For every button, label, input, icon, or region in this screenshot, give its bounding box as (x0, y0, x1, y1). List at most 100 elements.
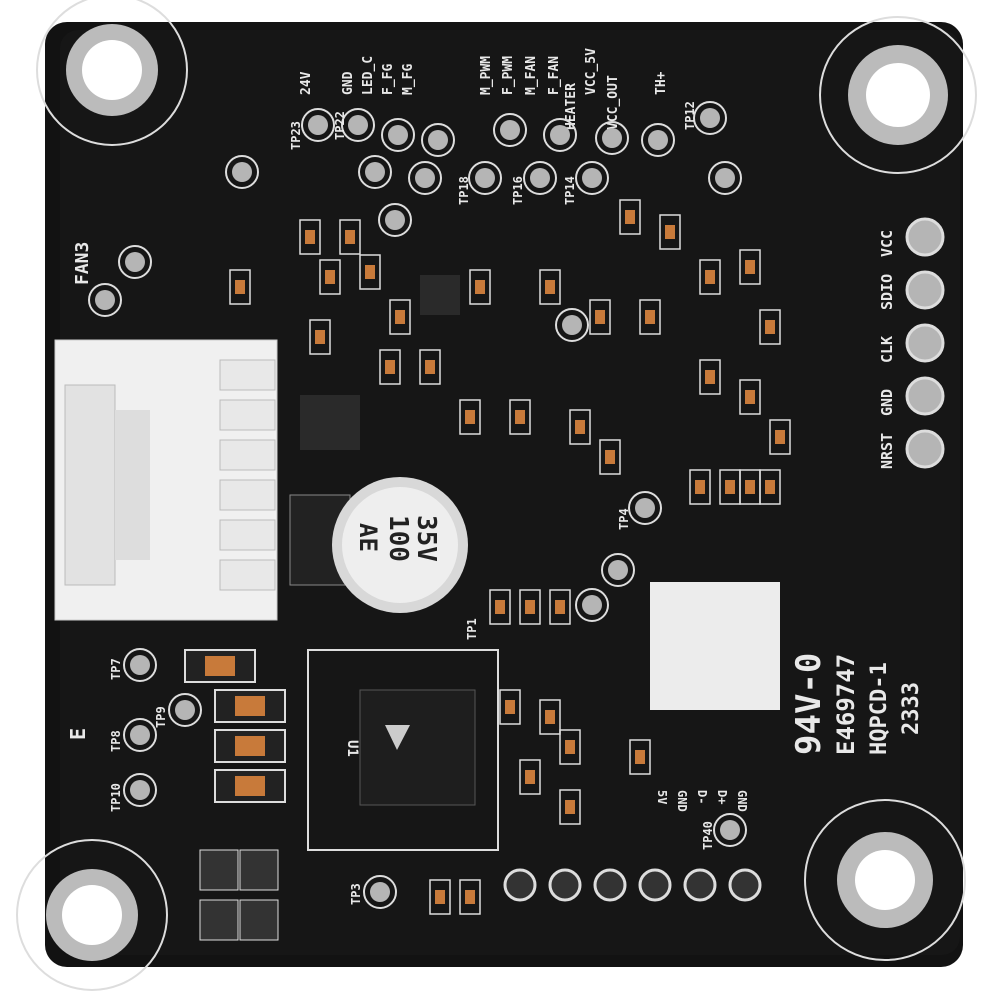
cap-value: 100 (383, 515, 413, 562)
test-pad (575, 588, 609, 622)
smd-footprint (629, 739, 651, 775)
test-point-labels: TP23 TP22 TP12 TP18 TP16 TP14 TP7 TP8 TP… (109, 101, 715, 905)
header-pad (905, 217, 945, 257)
connector-pin (219, 399, 276, 431)
tp-label: TP18 (457, 176, 471, 205)
bottom-pad (638, 868, 672, 902)
bottom-label: 5V (655, 790, 669, 804)
smd-footprint (229, 269, 251, 305)
top-label: LED_C (361, 56, 376, 95)
electrolytic-capacitor: 35V 100 AE (289, 477, 468, 613)
test-pad (225, 155, 259, 189)
smd-footprint (309, 319, 331, 355)
test-pad (341, 108, 375, 142)
smd-footprint (379, 349, 401, 385)
top-label: TH+ (654, 71, 669, 95)
header-pad (905, 376, 945, 416)
smd-footprint (559, 789, 581, 825)
test-pad (523, 161, 557, 195)
bottom-pad (503, 868, 537, 902)
smd-footprint (769, 419, 791, 455)
tp-label: TP14 (563, 176, 577, 205)
smd-footprint (599, 439, 621, 475)
smd-components (184, 199, 791, 941)
top-label: M_FG (401, 64, 416, 95)
test-pad (641, 123, 675, 157)
inductor (214, 769, 286, 803)
bottom-pad (593, 868, 627, 902)
test-pad (713, 813, 747, 847)
connector-pin (219, 519, 276, 551)
smd-footprint (359, 254, 381, 290)
header-pad (905, 270, 945, 310)
smd-footprint (419, 349, 441, 385)
smd-footprint (739, 379, 761, 415)
smd-footprint (589, 299, 611, 335)
test-pad (595, 121, 629, 155)
bottom-pad (683, 868, 717, 902)
header-label: CLK (878, 336, 896, 363)
test-pad (123, 773, 157, 807)
top-label: VCC_5V (584, 48, 599, 95)
smd-footprint (699, 359, 721, 395)
test-pad (301, 108, 335, 142)
date-code: 2333 (899, 682, 924, 735)
power-component (199, 899, 239, 941)
bottom-pad (728, 868, 762, 902)
smd-footprint (559, 729, 581, 765)
smd-footprint (519, 589, 541, 625)
fan3-label: FAN3 (72, 242, 93, 285)
ic-label: U1 (344, 740, 360, 757)
microcontroller-ic: U1 (307, 649, 499, 851)
test-pad (168, 693, 202, 727)
tp-label: TP40 (701, 821, 715, 850)
connector-pin (219, 359, 276, 391)
smd-footprint (659, 214, 681, 250)
top-label: M_FAN (524, 56, 539, 95)
test-pad (358, 155, 392, 189)
bottom-pad (548, 868, 582, 902)
test-pad (363, 875, 397, 909)
tp-label: TP22 (333, 111, 347, 140)
test-pad (381, 118, 415, 152)
smd-footprint (469, 269, 491, 305)
smd-footprint (299, 219, 321, 255)
tp-label: TP23 (289, 121, 303, 150)
fan-connector (54, 339, 278, 621)
test-pad (493, 113, 527, 147)
power-component (239, 899, 279, 941)
smd-footprint (759, 309, 781, 345)
top-label: 24V (299, 71, 314, 95)
smd-footprint (539, 699, 561, 735)
white-sticker (650, 582, 780, 710)
header-label: VCC (878, 230, 896, 257)
header-pad (905, 323, 945, 363)
smd-footprint (569, 409, 591, 445)
smd-footprint (389, 299, 411, 335)
smd-footprint (619, 199, 641, 235)
top-label: M_PWM (479, 56, 494, 95)
mounting-holes (16, 0, 977, 991)
smd-footprint (689, 469, 711, 505)
bottom-label: GND (735, 790, 749, 812)
test-pad (408, 161, 442, 195)
test-pad (555, 308, 589, 342)
top-label: F_FG (381, 64, 396, 95)
cap-voltage: 35V (411, 515, 441, 562)
top-label: F_PWM (501, 56, 516, 95)
test-pad (123, 718, 157, 752)
top-label: VCC_OUT (606, 75, 621, 130)
e-marker: E (66, 728, 90, 740)
bottom-label: GND (675, 790, 689, 812)
smd-footprint (459, 879, 481, 915)
power-component (239, 849, 279, 891)
tp-label: TP16 (511, 176, 525, 205)
ul-file: E469747 (832, 654, 860, 755)
test-pad (708, 161, 742, 195)
bottom-label: D- (695, 790, 709, 804)
header-label: GND (878, 389, 896, 416)
smd-footprint (489, 589, 511, 625)
test-pad (118, 245, 152, 279)
